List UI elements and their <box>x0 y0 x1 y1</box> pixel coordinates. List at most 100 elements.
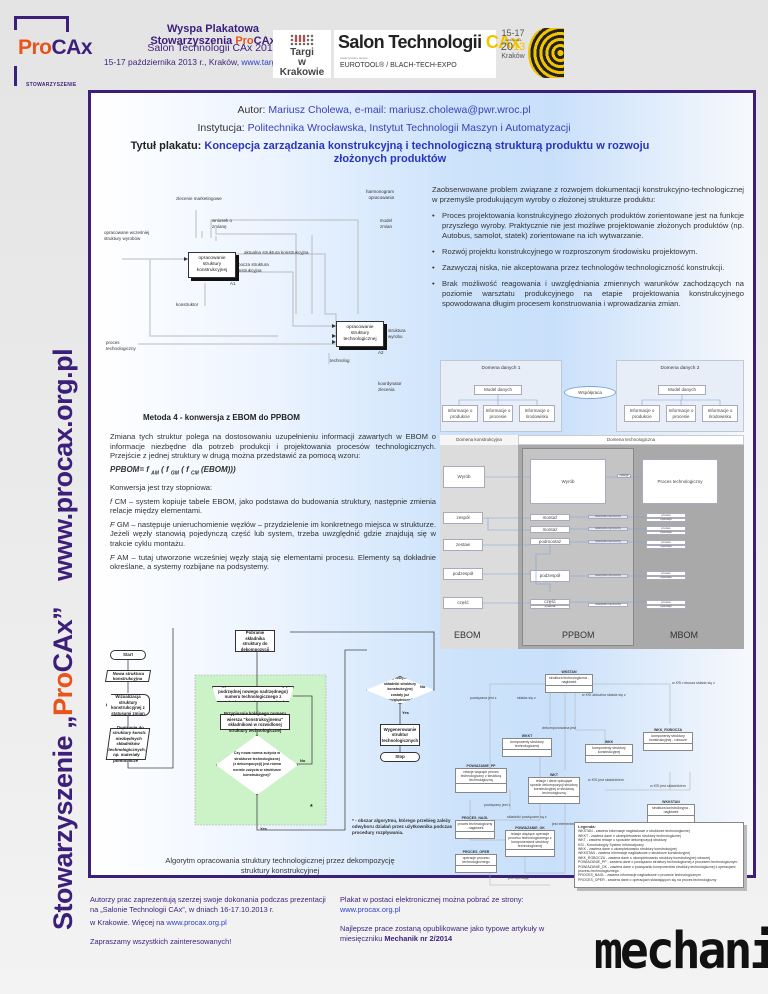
uml-class-desc: komponenty struktury konstrukcyjnej <box>586 745 632 756</box>
info-box: Informacje o procesie <box>483 405 513 422</box>
header-line1-cax: CAx <box>253 35 276 47</box>
formula-a: PPBOM= f <box>110 464 152 474</box>
flow-generate: Wygenerowanie struktur technologicznych <box>380 724 420 746</box>
idef-label-harmonogram: harmonogram opracowania <box>365 189 394 200</box>
date-city: Kraków <box>501 53 525 60</box>
mbom-proces: proces <box>646 540 686 545</box>
legend-item: WKT - zawiera relacje o sposobie dekompo… <box>578 838 667 843</box>
flow-new-structure: Nowa struktura konstrukcyjna <box>104 670 152 682</box>
problem-item: Proces projektowania konstrukcyjnego zło… <box>432 211 744 241</box>
uml-class-name: WKKSTAN <box>662 800 680 804</box>
side-url[interactable]: www.procax.org.pl <box>48 348 78 581</box>
idef-label-technolog: technolog <box>330 358 350 363</box>
header-line1-text: Wyspa Plakatowa Stowarzyszenia <box>150 23 260 47</box>
mbom-operacje: operacje <box>646 544 686 549</box>
flow-start: Start <box>110 650 146 660</box>
relkomp-label: relacja/komponenty <box>588 602 628 607</box>
wyrob-box-ppbom: Wyrób <box>530 459 606 504</box>
side-suffix: ” <box>48 606 78 620</box>
p5-text: AM – tutaj utworzone wcześniej węzły sta… <box>110 552 436 572</box>
info-box: Informacje o środowisku <box>702 405 738 422</box>
idef-diagram: zlecenie marketingowe wniosek o zmianę h… <box>88 176 428 364</box>
flow-stop: Stop <box>380 752 420 762</box>
domain-connectors <box>458 395 721 604</box>
flow-visualization: Wizualizacja struktury konstrukcyjnej z … <box>106 694 150 716</box>
domain2-label: Domena danych 2 <box>660 366 700 371</box>
uml-class-name: POWIAZANIE_PP <box>466 764 496 768</box>
date-range: 15-17 <box>501 28 525 38</box>
konstr-domain-label: Domena konstrukcyjna <box>440 435 518 445</box>
logo-subtitle: STOWARZYSZENIE <box>26 82 77 88</box>
uml-relation: w KSI jest składnikiem <box>650 784 686 788</box>
footer-right-p2: Najlepsze prace zostaną opublikowane jak… <box>340 924 580 944</box>
info-box: Informacje o produkcie <box>624 405 660 422</box>
legend-item: WKK - zawiera dane o ukompletowaniu stru… <box>578 847 677 852</box>
idef-box-a1: opracowanie struktury konstrukcyjnej <box>188 252 236 278</box>
legend-item: WKKT - zawiera dane o ukompletowaniu str… <box>578 833 681 838</box>
formula-b: ( f <box>158 464 171 474</box>
footer-right-p1-text: Plakat w postaci elektronicznej można po… <box>340 895 524 904</box>
idef-label-koordynator: koordynator zlecenia <box>378 381 402 392</box>
uml-connectors <box>469 683 691 886</box>
ebom-item: zespół <box>443 512 483 524</box>
procax-download-link[interactable]: www.procax.org.pl <box>340 905 401 914</box>
uml-relation: dekomponowana jest <box>542 726 576 730</box>
salon-title-cax: CAx <box>485 32 521 52</box>
problems-intro: Zaobserwowane problem związane z rozwoje… <box>432 185 744 204</box>
salon-title-text: Salon Technologii <box>338 32 486 52</box>
date-month: października <box>504 38 522 42</box>
flow-yes-label: Yes <box>402 710 409 715</box>
wyrob-box-ebom: Wyrób <box>443 466 485 488</box>
uml-class-desc: relacje i dane opisujące sposób dekompoz… <box>529 779 579 797</box>
p5-f: F <box>110 552 115 562</box>
uml-class-name: PROCES_NAGL <box>461 816 489 820</box>
idef-label-struktura: struktura wyrobu <box>388 328 406 339</box>
uml-relation: powiązany jest z <box>484 803 511 807</box>
mbom-operacje: operacje <box>646 575 686 580</box>
targi-line2: w Krakowie <box>279 57 325 78</box>
p4-f: F <box>110 519 115 529</box>
uml-class-desc: proces technologiczny - nagłówek <box>456 822 494 832</box>
idef-label-wniosek: wniosek o zmianę <box>212 218 233 229</box>
model-box-1: Model danych <box>474 385 522 395</box>
procax-link[interactable]: www.procax.org.pl <box>166 918 227 927</box>
mbom-proces: proces <box>646 571 686 576</box>
uml-relation: jest operacją <box>508 876 529 880</box>
legend-item: POWIAZANIE_PP - zawiera dane o powiązani… <box>578 860 738 865</box>
idef-label-aktualna: aktualna struktura konstrukcyjna <box>244 250 309 255</box>
uml-relation: w KSI jest składnikiem <box>588 778 624 782</box>
legend-item: POWIAZANIE_OK - zawiera dane o powiązani… <box>578 864 736 874</box>
institution-line: Instytucja: Politechnika Wrocławska, Ins… <box>100 122 668 134</box>
logo-frame-top <box>14 16 68 19</box>
targi-dots-red-icon <box>294 36 306 42</box>
ebom-label: EBOM <box>454 630 481 640</box>
ppbom-label: PPBOM <box>562 630 595 640</box>
flow-fetch-component: Pobranie składnika struktury do dekompoz… <box>235 630 275 652</box>
problems-section: Zaobserwowane problem związane z rozwoje… <box>432 185 744 315</box>
flowchart-caption: Algorytm opracowania struktury technolog… <box>165 856 395 875</box>
salon-sub: EUROTOOL® / BLACH-TECH-EXPO <box>340 62 457 69</box>
uml-relation: składniki powiązane są z <box>507 815 547 819</box>
header-line1: Wyspa Plakatowa Stowarzyszenia ProCAx <box>128 23 298 47</box>
salon-dates: 15-17 października 2013 Kraków <box>500 28 526 62</box>
uml-class-name: WKKT <box>521 734 533 738</box>
idef-label-opracowane: opracowane wcześniej struktury wyrobów <box>104 230 150 241</box>
idef-a2-id: A2 <box>378 350 384 355</box>
ebom-item: zestaw <box>443 539 483 551</box>
uml-class-desc: struktura technologiczna - nagłówek <box>546 675 592 686</box>
footer-left-p1: Autorzy prac zaprezentują szerzej swoje … <box>90 895 326 914</box>
footer-left-p3: Zapraszamy wszystkich zainteresowanych! <box>90 937 232 946</box>
flow-no-label: No <box>420 684 426 689</box>
footer-right: Plakat w postaci elektronicznej można po… <box>340 895 580 944</box>
logo-frame-right <box>66 16 69 32</box>
legend-item: WKSTAN - zawiera informacje nagłówkowe o… <box>578 829 690 834</box>
uml-class-name: POWIAZANIE_OK <box>515 826 545 830</box>
info-box: Informacje o produkcie <box>442 405 478 422</box>
logo-pro: Pro <box>18 36 52 59</box>
